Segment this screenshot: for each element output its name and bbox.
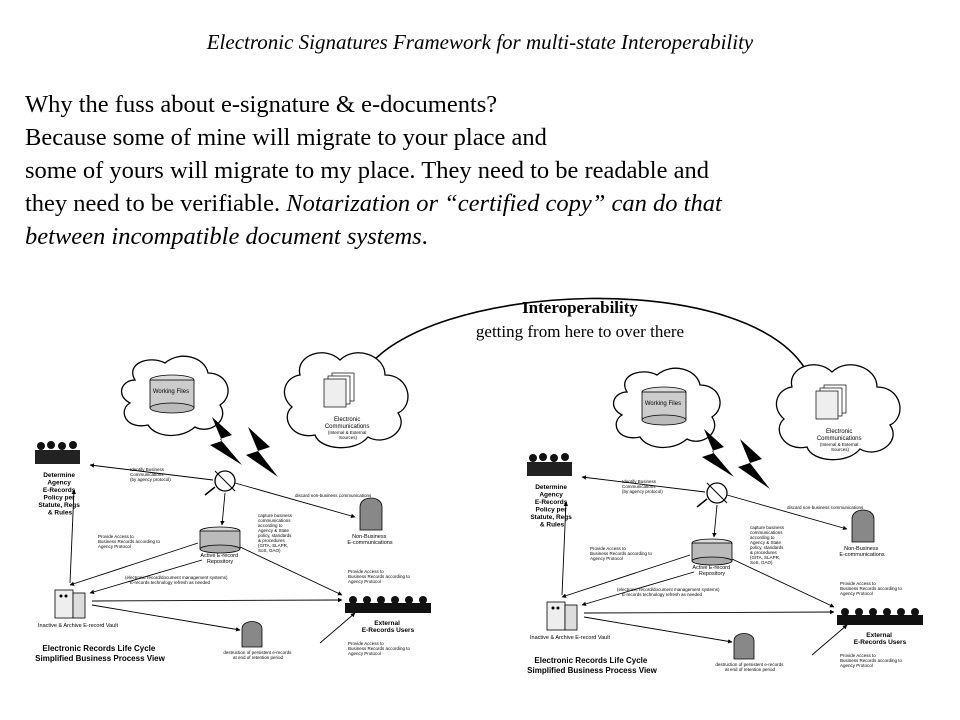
body-paragraph: Why the fuss about e-signature & e-docum…	[25, 88, 955, 253]
body-line-5-end: .	[421, 223, 428, 250]
working-files-label: Working Files	[153, 389, 189, 395]
body-line-4-plain: they need to be verifiable.	[25, 190, 287, 217]
vault-label: Inactive & Archive E-record Vault	[38, 623, 118, 629]
destruction-icon	[241, 621, 263, 648]
slide-title: Electronic Signatures Framework for mult…	[206, 30, 754, 54]
repository-label: Active E-record Repository	[200, 553, 239, 565]
provide-access-label-1: Provide Access to Business Records accor…	[98, 534, 161, 549]
refresh-label: (electronic record/document management s…	[125, 575, 229, 585]
provide-access-label-2: Provide Access to Business Records accor…	[348, 569, 411, 584]
external-users-icon	[345, 596, 431, 613]
determine-label: Determine Agency E-Records Policy per St…	[38, 472, 81, 517]
people-group-icon	[35, 441, 80, 464]
working-files-drum	[149, 374, 195, 414]
interoperability-subheading: getting from here to over there	[475, 322, 685, 341]
capture-label: capture business communications accordin…	[258, 513, 293, 553]
external-users-label: External E-Records Users	[362, 620, 415, 634]
discard-label: discard non-business communications	[295, 493, 372, 498]
body-line-5: between incompatible document systems.	[25, 220, 955, 253]
diagram-caption: Electronic Records Life Cycle Simplified…	[35, 644, 165, 663]
lightning-bolt-icon-2	[246, 427, 278, 477]
non-business-icon	[359, 497, 383, 531]
documents-stack-icon	[323, 372, 355, 408]
body-line-1: Why the fuss about e-signature & e-docum…	[25, 91, 498, 118]
destruction-label: destruction of persistent e-records at e…	[223, 650, 292, 660]
interoperability-arc	[361, 297, 812, 380]
body-line-5-italic: between incompatible document systems	[25, 223, 422, 250]
body-line-2: Because some of mine will migrate to you…	[25, 124, 547, 151]
non-business-label: Non-Business E-communications	[347, 534, 392, 546]
interoperability-heading: Interoperability	[522, 298, 638, 317]
identify-label: Identify Business Communications (by age…	[130, 467, 171, 482]
electronic-comm-label: Electronic Communications (Internal & Ex…	[325, 417, 371, 440]
body-line-4-italic: Notarization or “certified copy” can do …	[286, 190, 722, 217]
vault-icon	[54, 589, 86, 619]
lifecycle-diagram-right	[527, 365, 923, 675]
interoperability-label: Interoperability getting from here to ov…	[420, 296, 740, 344]
lifecycle-diagram-left: Working Files Electronic Communications …	[35, 352, 431, 663]
lightning-bolt-icon	[210, 417, 242, 465]
provide-access-label-3: Provide Access to Business Records accor…	[348, 641, 411, 656]
body-line-3: some of yours will migrate to my place. …	[25, 157, 709, 184]
repository-icon	[199, 526, 241, 554]
body-line-4: they need to be verifiable. Notarization…	[25, 187, 955, 220]
